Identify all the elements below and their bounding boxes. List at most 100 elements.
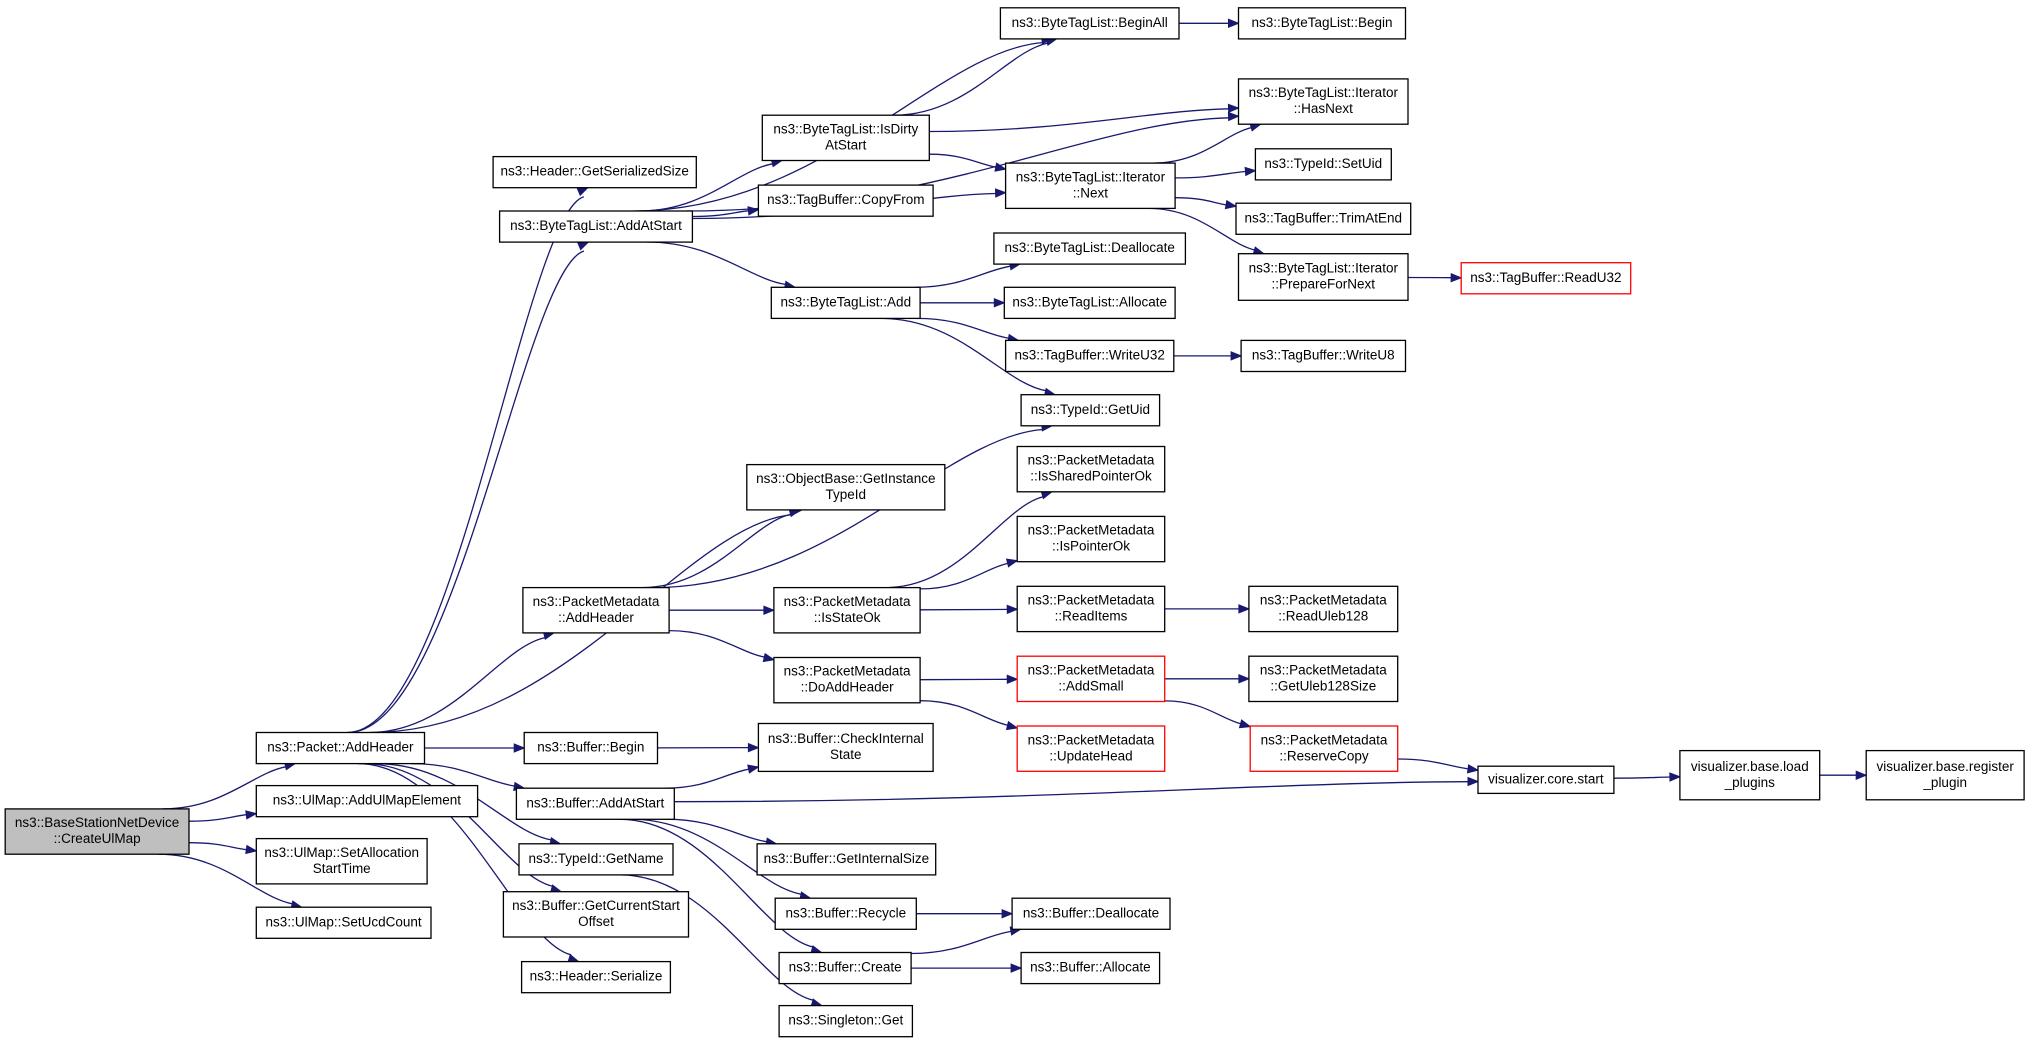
node-label: ns3::TagBuffer::TrimAtEnd	[1245, 210, 1403, 225]
node-hdr_getsize[interactable]: ns3::Header::GetSerializedSize	[492, 155, 697, 189]
node-label: ns3::TagBuffer::CopyFrom	[767, 192, 924, 207]
node-label: ns3::PacketMetadata	[1260, 662, 1387, 677]
node-pm_addsmall[interactable]: ns3::PacketMetadata::AddSmall	[1016, 655, 1166, 703]
nodes-layer: ns3::BaseStationNetDevice::CreateUlMapns…	[4, 7, 2025, 1038]
node-viz_core_start[interactable]: visualizer.core.start	[1477, 765, 1615, 795]
node-label: ::AddHeader	[558, 610, 634, 625]
node-btl_begin[interactable]: ns3::ByteTagList::Begin	[1237, 7, 1407, 40]
node-label: ::IsStateOk	[814, 610, 881, 625]
node-label: ns3::PacketMetadata	[533, 594, 660, 609]
node-buf_addatstart[interactable]: ns3::Buffer::AddAtStart	[515, 787, 675, 820]
edge-arrowhead	[1006, 604, 1019, 615]
node-label: ns3::Buffer::CheckInternal	[768, 731, 924, 746]
edge-pm_doaddheader-to-pm_updatehead	[920, 700, 1019, 731]
node-pm_updatehead[interactable]: ns3::PacketMetadata::UpdateHead	[1016, 725, 1166, 772]
node-btl_alloc[interactable]: ns3::ByteTagList::Allocate	[1003, 286, 1176, 320]
node-buf_alloc[interactable]: ns3::Buffer::Allocate	[1020, 951, 1161, 985]
edge-arrowhead	[747, 206, 760, 216]
edge-arrowhead	[1224, 199, 1238, 210]
edge-arrowhead	[1669, 772, 1682, 782]
node-label: ns3::PacketMetadata	[1260, 592, 1387, 607]
node-tb_copyfrom[interactable]: ns3::TagBuffer::CopyFrom	[757, 184, 934, 217]
node-pm_addheader[interactable]: ns3::PacketMetadata::AddHeader	[522, 586, 670, 634]
node-label: ::CreateUlMap	[54, 831, 141, 846]
node-buf_create[interactable]: ns3::Buffer::Create	[778, 951, 912, 985]
node-buf_recycle[interactable]: ns3::Buffer::Recycle	[774, 897, 917, 930]
edge-line	[893, 42, 1048, 116]
node-tid_getuid[interactable]: ns3::TypeId::GetUid	[1020, 394, 1161, 427]
node-box	[773, 656, 921, 704]
node-pm_doaddheader[interactable]: ns3::PacketMetadata::DoAddHeader	[773, 656, 921, 704]
edge-line	[347, 250, 585, 734]
node-ulmap_addelem[interactable]: ns3::UlMap::AddUlMapElement	[255, 784, 479, 818]
node-pm_readuleb[interactable]: ns3::PacketMetadata::ReadUleb128	[1248, 585, 1399, 633]
node-btli_prepare[interactable]: ns3::ByteTagList::Iterator::PrepareForNe…	[1237, 253, 1409, 301]
node-label: ::IsSharedPointerOk	[1030, 469, 1152, 484]
node-singleton_get[interactable]: ns3::Singleton::Get	[778, 1004, 914, 1038]
edge-pm_readitems-to-pm_readuleb	[1164, 604, 1251, 614]
node-btl_dealloc[interactable]: ns3::ByteTagList::Deallocate	[993, 232, 1187, 265]
edge-arrowhead	[1238, 674, 1251, 684]
edge-arrowhead	[1466, 764, 1480, 774]
edge-line	[188, 842, 247, 851]
node-pm_ispointerok[interactable]: ns3::PacketMetadata::IsPointerOk	[1016, 515, 1166, 563]
edge-buf_create-to-buf_alloc	[911, 963, 1023, 973]
edge-arrowhead	[763, 605, 776, 615]
node-tb_writeu32[interactable]: ns3::TagBuffer::WriteU32	[1004, 339, 1175, 373]
node-btl_addatstart[interactable]: ns3::ByteTagList::AddAtStart	[498, 210, 694, 243]
node-tid_getname[interactable]: ns3::TypeId::GetName	[518, 843, 674, 876]
node-label: Offset	[578, 914, 614, 929]
node-box	[1004, 162, 1176, 210]
node-pkt_addheader[interactable]: ns3::Packet::AddHeader	[255, 731, 426, 765]
node-btli_next[interactable]: ns3::ByteTagList::Iterator::Next	[1004, 162, 1176, 210]
node-pm_readitems[interactable]: ns3::PacketMetadata::ReadItems	[1016, 585, 1166, 633]
edge-pm_isstateok-to-pm_ispointerok	[920, 558, 1019, 590]
node-viz_load_plugins[interactable]: visualizer.base.load_plugins	[1679, 749, 1821, 801]
node-buf_getinternalsize[interactable]: ns3::Buffer::GetInternalSize	[756, 843, 937, 876]
node-tb_trimatend[interactable]: ns3::TagBuffer::TrimAtEnd	[1235, 202, 1412, 235]
node-label: ns3::Buffer::GetCurrentStart	[512, 898, 680, 913]
node-ulmap_setucd[interactable]: ns3::UlMap::SetUcdCount	[255, 906, 432, 939]
node-pm_reservecopy[interactable]: ns3::PacketMetadata::ReserveCopy	[1249, 725, 1399, 772]
node-pm_issharedptr[interactable]: ns3::PacketMetadata::IsSharedPointerOk	[1016, 445, 1166, 493]
edge-arrowhead	[576, 187, 590, 197]
node-tb_writeu8[interactable]: ns3::TagBuffer::WriteU8	[1240, 339, 1407, 373]
node-label: ns3::BaseStationNetDevice	[15, 815, 179, 830]
edge-line	[915, 265, 1011, 288]
node-tid_setuid[interactable]: ns3::TypeId::SetUid	[1254, 148, 1392, 181]
edge-arrowhead	[993, 298, 1006, 308]
edge-btli_next-to-tid_setuid	[1175, 166, 1257, 179]
node-btl_beginall[interactable]: ns3::ByteTagList::BeginAll	[999, 7, 1180, 40]
edge-viz_core_start-to-viz_load_plugins	[1613, 772, 1682, 782]
node-viz_register_plugin[interactable]: visualizer.base.register_plugin	[1865, 749, 2025, 801]
node-buf_dealloc[interactable]: ns3::Buffer::Deallocate	[1011, 897, 1171, 930]
node-box	[1679, 749, 1821, 801]
node-box	[255, 837, 428, 885]
edge-buf_addatstart-to-viz_core_start	[674, 776, 1480, 803]
node-label: ::GetUleb128Size	[1270, 678, 1376, 693]
node-tb_readu32[interactable]: ns3::TagBuffer::ReadU32	[1460, 262, 1632, 295]
edge-arrowhead	[1227, 103, 1240, 114]
edge-arrowhead	[1244, 166, 1257, 177]
node-root[interactable]: ns3::BaseStationNetDevice::CreateUlMap	[4, 808, 190, 855]
node-box	[773, 586, 921, 634]
node-label: ns3::TypeId::SetUid	[1264, 156, 1382, 171]
node-hdr_serialize[interactable]: ns3::Header::Serialize	[520, 960, 672, 994]
node-btli_hasnext[interactable]: ns3::ByteTagList::Iterator::HasNext	[1237, 78, 1409, 125]
node-box	[1235, 202, 1412, 235]
edge-btl_beginall-to-btl_begin	[1179, 18, 1240, 29]
node-pm_isstateok[interactable]: ns3::PacketMetadata::IsStateOk	[773, 586, 921, 634]
edge-line	[158, 853, 293, 905]
edge-btl_add-to-btl_dealloc	[915, 261, 1022, 288]
node-btl_add[interactable]: ns3::ByteTagList::Add	[770, 286, 921, 320]
node-label: ns3::TypeId::GetName	[528, 851, 663, 866]
node-label: ns3::Header::Serialize	[530, 969, 663, 984]
node-buf_begin[interactable]: ns3::Buffer::Begin	[523, 731, 659, 765]
node-label: ns3::PacketMetadata	[1028, 592, 1155, 607]
node-pm_getulebsize[interactable]: ns3::PacketMetadata::GetUleb128Size	[1248, 655, 1399, 703]
